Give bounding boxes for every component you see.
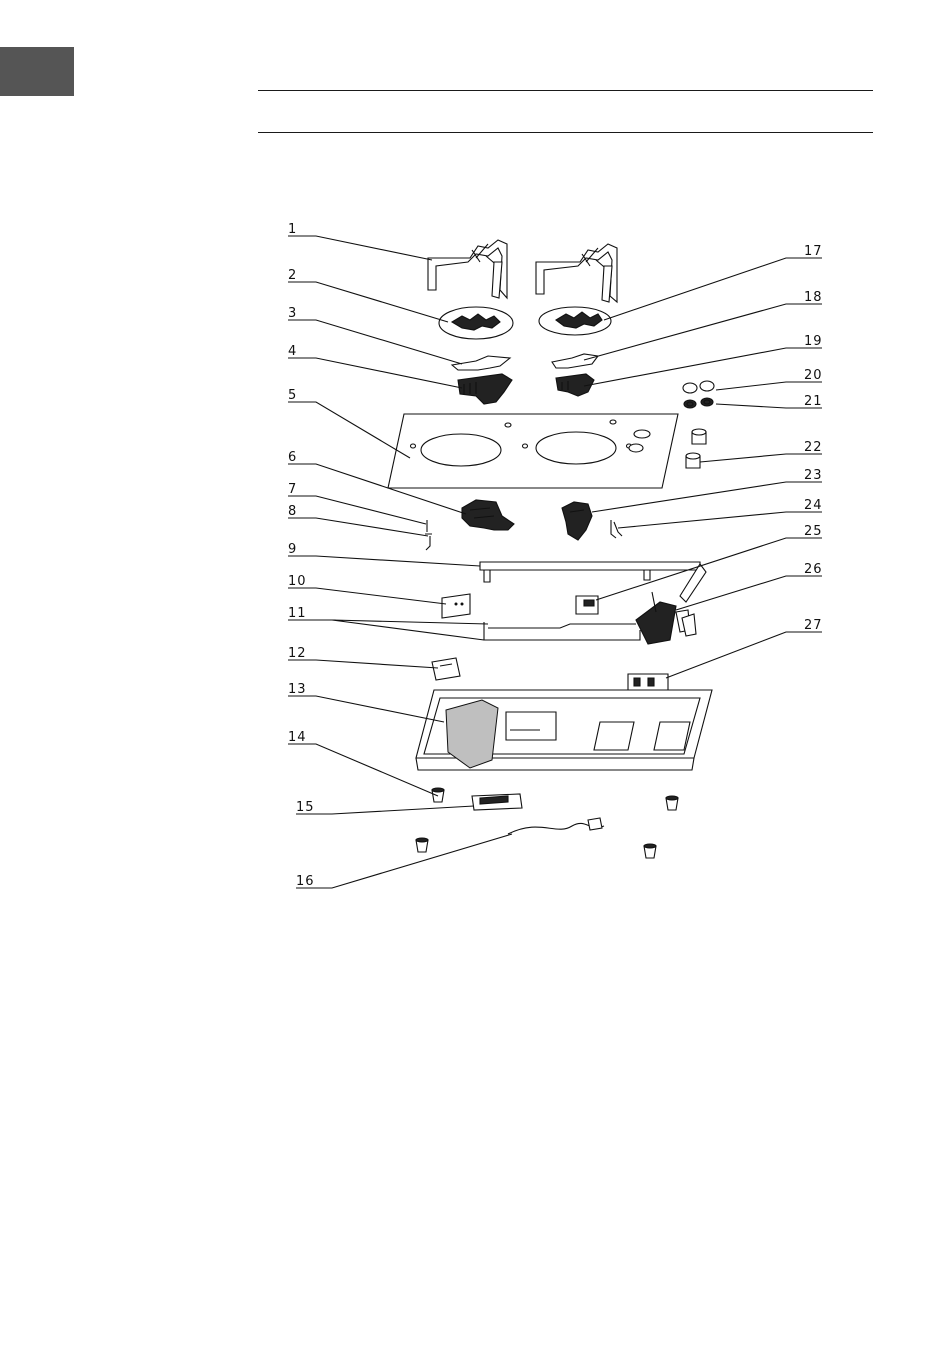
feet: [416, 788, 678, 858]
part-label-1: 1: [288, 222, 297, 237]
part-label-10: 10: [288, 574, 307, 589]
part-label-12: 12: [288, 646, 307, 661]
part-label-15: 15: [296, 800, 315, 815]
flame-spreader-right: [552, 354, 598, 368]
part-label-25: 25: [804, 524, 823, 539]
part-label-18: 18: [804, 290, 823, 305]
part-label-26: 26: [804, 562, 823, 577]
pan-support-right: [536, 244, 617, 302]
part-label-13: 13: [288, 682, 307, 697]
terminal-block: [472, 794, 522, 810]
burner-cap-left: [439, 307, 513, 339]
part-label-11: 11: [288, 606, 307, 621]
ignition-module: [628, 674, 668, 690]
part-label-5: 5: [288, 388, 297, 403]
part-label-9: 9: [288, 542, 297, 557]
burner-body-right: [562, 502, 592, 540]
part-label-6: 6: [288, 450, 297, 465]
part-label-2: 2: [288, 268, 297, 283]
small-burner-caps: [683, 381, 714, 408]
part-label-14: 14: [288, 730, 307, 745]
flame-spreader-left: [452, 356, 510, 370]
pan-support-left: [428, 240, 507, 298]
part-label-23: 23: [804, 468, 823, 483]
part-label-8: 8: [288, 504, 297, 519]
part-label-21: 21: [804, 394, 823, 409]
ignition-electrodes: [425, 520, 622, 550]
part-label-22: 22: [804, 440, 823, 455]
part-label-19: 19: [804, 334, 823, 349]
part-label-24: 24: [804, 498, 823, 513]
base-tray: [416, 690, 712, 770]
power-cord: [508, 818, 604, 834]
burner-body-left: [462, 500, 514, 530]
burner-cap-right: [539, 307, 611, 335]
part-label-20: 20: [804, 368, 823, 383]
hob-top-plate: [388, 414, 678, 488]
burner-head-left: [458, 374, 512, 404]
part-label-27: 27: [804, 618, 823, 633]
part-label-4: 4: [288, 344, 297, 359]
part-label-17: 17: [804, 244, 823, 259]
bracket-12: [432, 658, 460, 680]
part-label-16: 16: [296, 874, 315, 889]
part-label-7: 7: [288, 482, 297, 497]
bracket-10: [442, 594, 470, 618]
part-label-3: 3: [288, 306, 297, 321]
valve-block-25: [576, 596, 598, 614]
